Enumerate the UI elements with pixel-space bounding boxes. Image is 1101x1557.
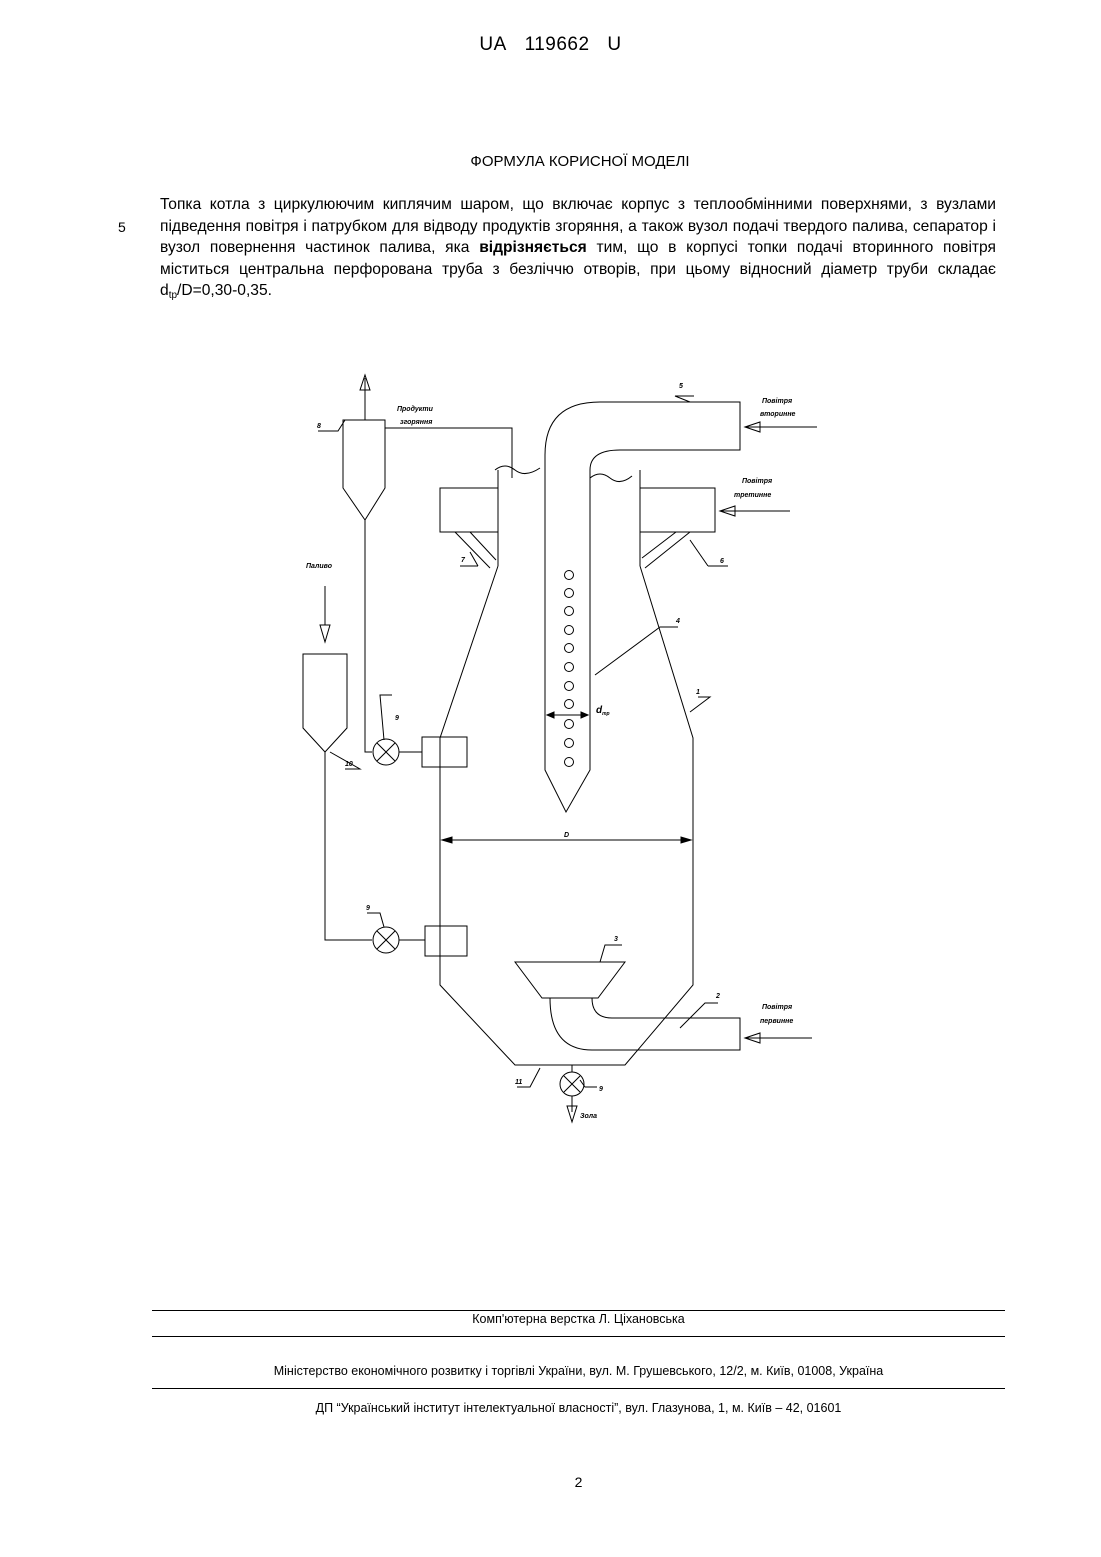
ref-6: 6 (720, 558, 724, 565)
footer-ministry: Міністерство економічного розвитку і тор… (152, 1364, 1005, 1378)
ref-8: 8 (317, 423, 321, 430)
label-ash: Зола (580, 1113, 597, 1120)
furnace-body (440, 566, 693, 1065)
ref-2: 2 (715, 993, 720, 1000)
duct-top-wavy (495, 466, 540, 474)
air-distributor (515, 962, 625, 998)
cyclone-return-pipe (365, 520, 372, 752)
ref-11: 11 (515, 1079, 522, 1086)
perforation-holes (565, 571, 574, 767)
ref-1: 1 (696, 689, 700, 696)
footer-institute: ДП “Український інститут інтелектуальної… (152, 1401, 1005, 1415)
fuel-feed-box (425, 926, 467, 956)
ref-9a: 9 (395, 715, 399, 722)
products-pipe (385, 428, 512, 478)
label-tertiary-air-1: Повітря (742, 477, 772, 485)
exhaust-arrow (360, 375, 370, 400)
label-primary-air-2: первинне (760, 1018, 793, 1025)
ref-9c: 9 (599, 1086, 603, 1093)
ref-7: 7 (461, 557, 466, 564)
page-number: 2 (0, 1474, 1101, 1490)
fuel-hopper (303, 654, 347, 752)
label-primary-air-1: Повітря (762, 1003, 792, 1011)
return-feed-box (422, 737, 467, 767)
central-perforated-pipe (545, 455, 590, 812)
label-dtr: dтр (596, 705, 610, 717)
box-right-supports (642, 532, 690, 568)
ref-10: 10 (345, 761, 353, 768)
label-products-1: Продукти (397, 405, 434, 413)
footer-rule-1 (152, 1310, 1005, 1311)
tertiary-air-box-left (440, 488, 498, 532)
footer-rule-2 (152, 1336, 1005, 1337)
ref-5: 5 (679, 383, 683, 390)
ref-3: 3 (614, 936, 618, 943)
label-dtr-sub: тр (602, 711, 610, 717)
label-D: D (564, 832, 569, 839)
tertiary-air-box-right (640, 488, 715, 532)
fuel-line (325, 752, 372, 940)
label-tertiary-air-2: третинне (734, 492, 771, 499)
label-fuel: Паливо (306, 563, 333, 570)
ref-9b: 9 (366, 905, 370, 912)
products-outlet-duct (498, 470, 640, 566)
ref-4: 4 (675, 618, 680, 625)
secondary-air-elbow (545, 402, 740, 470)
cyclone-separator (343, 420, 385, 520)
pipe-top-wavy (590, 474, 632, 482)
footer-rule-3 (152, 1388, 1005, 1389)
label-products-2: згоряння (400, 419, 432, 426)
label-secondary-air-2: вторинне (760, 411, 796, 418)
label-secondary-air-1: Повітря (762, 397, 792, 405)
footer-compositor: Комп'ютерна верстка Л. Ціхановська (152, 1312, 1005, 1326)
